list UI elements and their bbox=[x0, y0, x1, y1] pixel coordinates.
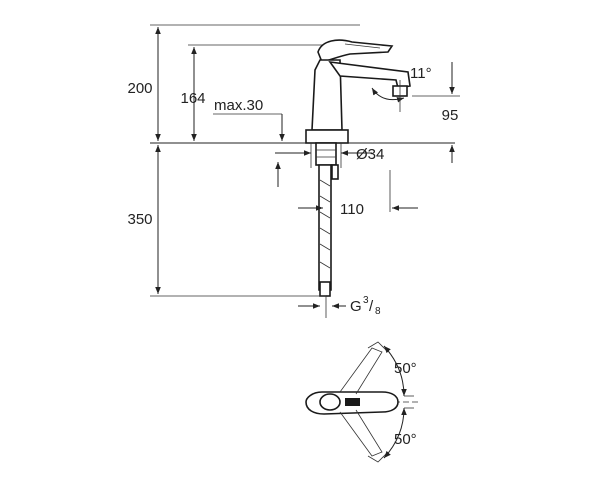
thread-label-sup: 3 bbox=[363, 295, 369, 306]
shank-assembly bbox=[315, 142, 339, 297]
lever-rotated-up-tip bbox=[367, 341, 387, 351]
rotation-arc-up bbox=[383, 345, 407, 397]
rotation-up-label: 50° bbox=[394, 360, 417, 377]
lever-detail bbox=[344, 43, 381, 49]
lever-rotated-down-tip bbox=[367, 453, 387, 463]
rotation-down-label: 50° bbox=[394, 431, 417, 448]
thread-label-sub: 8 bbox=[375, 306, 381, 317]
base-flange bbox=[305, 129, 349, 144]
shank-nut bbox=[315, 142, 337, 166]
thread-label-slash: / bbox=[369, 298, 374, 315]
max30-label: max.30 bbox=[214, 97, 263, 114]
lever-rotated-down bbox=[339, 409, 383, 457]
dim-200-label: 200 bbox=[127, 80, 152, 97]
hose-braid bbox=[319, 179, 331, 269]
thread-label-g: G bbox=[350, 298, 362, 315]
spout bbox=[328, 60, 411, 89]
top-view-cartridge bbox=[319, 393, 341, 411]
hole-dia-label: Ø34 bbox=[356, 146, 384, 163]
faucet-body bbox=[305, 39, 411, 144]
hose-fitting bbox=[319, 281, 331, 297]
lever-rotated-up bbox=[339, 347, 383, 395]
flex-hose bbox=[318, 164, 332, 291]
top-view bbox=[305, 341, 418, 463]
lever-handle bbox=[317, 39, 394, 63]
mounting-rod bbox=[331, 164, 339, 180]
top-view-logo-mark bbox=[345, 398, 360, 406]
tilt-arc bbox=[371, 87, 405, 103]
dim-350-label: 350 bbox=[127, 211, 152, 228]
tilt-label: 11° bbox=[410, 65, 432, 82]
dim-164-label: 164 bbox=[180, 90, 205, 107]
dim-95-label: 95 bbox=[442, 107, 459, 124]
rotation-arc-down bbox=[383, 407, 407, 459]
offset-label: 110 bbox=[340, 201, 364, 218]
